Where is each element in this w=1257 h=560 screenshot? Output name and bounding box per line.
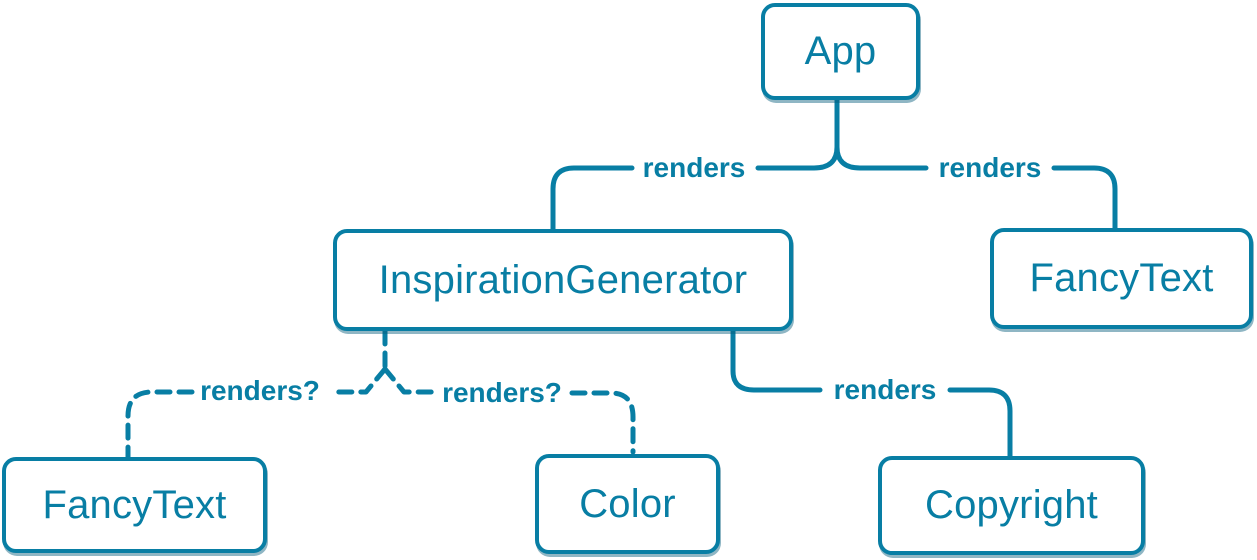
edge-app-to-fancytext-b (1051, 165, 1118, 231)
edge-label-renders-app-left: renders (642, 152, 746, 183)
edge-app-to-inspirationgenerator-b (550, 165, 635, 232)
edge-app-to-inspirationgenerator (755, 144, 840, 171)
edge-inspirationgenerator-to-fancytext-b (125, 389, 195, 460)
node-color: Color (535, 454, 720, 554)
edge-inspirationgenerator-to-copyright (730, 328, 823, 393)
node-copyright: Copyright (878, 456, 1145, 555)
node-fancy-text-bottom: FancyText (2, 457, 267, 553)
edge-app-to-fancytext (834, 144, 929, 171)
edge-inspirationgenerator-to-color (382, 366, 435, 395)
edge-label-renders-app-right: renders (938, 152, 1042, 183)
node-app: App (761, 3, 920, 100)
edge-label-renders-copyright: renders (833, 374, 937, 405)
edge-inspirationgenerator-to-color-b (569, 390, 636, 455)
edge-inspirationgenerator-to-copyright-b (947, 387, 1013, 459)
edge-label-renders-question-left: renders? (200, 375, 320, 406)
node-inspiration-generator: InspirationGenerator (333, 229, 793, 331)
edge-inspirationgenerator-to-fancytext (327, 366, 388, 395)
node-fancy-text-top: FancyText (990, 228, 1253, 329)
edge-label-renders-question-right: renders? (442, 377, 562, 408)
